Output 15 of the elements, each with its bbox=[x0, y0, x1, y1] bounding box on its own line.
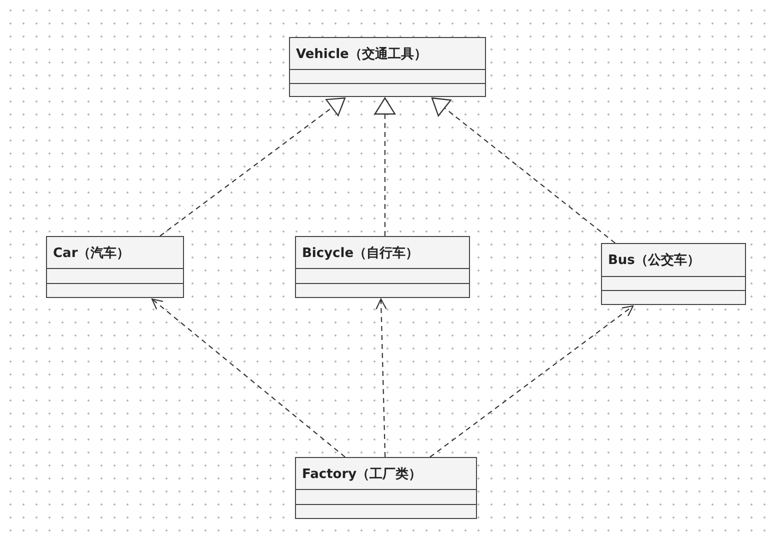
class-box bbox=[289, 37, 486, 97]
class-name: Bus（公交车） bbox=[608, 252, 700, 269]
dependency-arrow bbox=[376, 298, 387, 458]
class-box bbox=[295, 236, 470, 298]
realization-arrow bbox=[374, 97, 396, 236]
class-box bbox=[46, 236, 184, 298]
class-box bbox=[601, 243, 746, 305]
class-box bbox=[295, 457, 477, 519]
class-name: Vehicle（交通工具） bbox=[296, 46, 427, 62]
class-name: Bicycle（自行车） bbox=[302, 244, 419, 262]
class-name: Factory（工厂类） bbox=[302, 466, 422, 482]
dependency-arrow bbox=[151, 298, 346, 458]
class-name: Car（汽车） bbox=[53, 244, 130, 262]
dependency-arrow bbox=[430, 305, 634, 458]
realization-arrow bbox=[431, 97, 616, 244]
